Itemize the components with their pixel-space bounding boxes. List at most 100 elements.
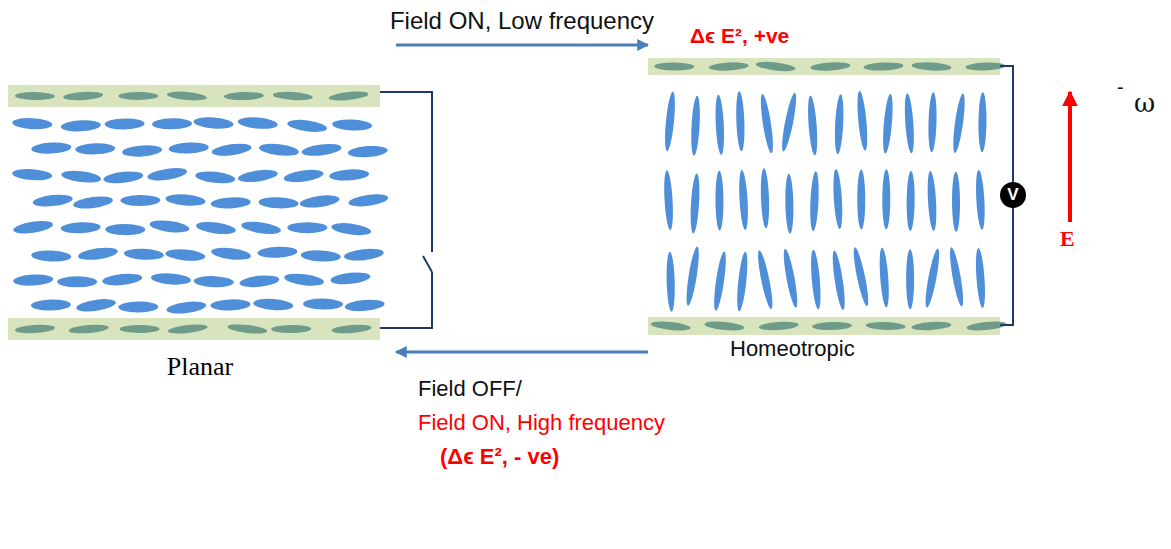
lc-molecule bbox=[57, 276, 97, 287]
energy-note: (Δϵ E², - ve) bbox=[440, 444, 559, 470]
lc-molecule bbox=[118, 301, 158, 313]
voltmeter-label: V bbox=[1007, 185, 1018, 205]
lc-molecule bbox=[331, 221, 372, 237]
lc-molecule bbox=[258, 142, 299, 158]
lc-molecule bbox=[193, 116, 234, 130]
lc-molecule bbox=[785, 174, 794, 234]
lc-molecule bbox=[926, 171, 937, 231]
lc-molecule bbox=[331, 323, 371, 334]
lc-molecule bbox=[906, 171, 915, 231]
lc-molecule bbox=[690, 96, 701, 156]
lc-molecule bbox=[103, 170, 144, 185]
lc-molecule bbox=[654, 62, 694, 70]
lc-molecule bbox=[32, 193, 73, 208]
lc-molecule bbox=[755, 60, 796, 73]
lc-molecule bbox=[709, 61, 749, 71]
frequency-symbol: ω bbox=[1134, 88, 1155, 118]
lc-molecule bbox=[851, 247, 871, 307]
lc-molecule bbox=[344, 298, 385, 312]
lc-molecule bbox=[167, 90, 208, 102]
lc-molecule bbox=[712, 251, 728, 312]
lc-molecule bbox=[330, 271, 371, 286]
lc-molecule bbox=[906, 249, 914, 309]
lc-molecule bbox=[856, 91, 870, 151]
lc-molecule bbox=[120, 195, 160, 206]
lc-molecule bbox=[258, 196, 298, 209]
lc-molecule bbox=[714, 95, 725, 155]
lc-molecule bbox=[812, 322, 852, 331]
lc-molecule bbox=[68, 323, 109, 334]
lc-molecule bbox=[210, 299, 250, 311]
lc-molecule bbox=[911, 61, 951, 72]
lc-molecule bbox=[72, 194, 113, 210]
lc-molecule bbox=[303, 298, 343, 309]
lc-molecule bbox=[347, 145, 388, 159]
lc-molecule bbox=[273, 91, 313, 102]
lc-molecule bbox=[210, 196, 251, 209]
lc-molecule bbox=[63, 91, 103, 101]
lc-molecule bbox=[878, 247, 890, 307]
lc-molecule bbox=[301, 249, 341, 262]
lc-molecule bbox=[237, 116, 278, 130]
lc-molecule bbox=[253, 298, 294, 312]
lc-molecule bbox=[118, 92, 158, 100]
lc-molecule bbox=[165, 248, 206, 263]
lc-molecule bbox=[61, 119, 102, 132]
lc-molecule bbox=[332, 119, 372, 132]
lc-molecule bbox=[211, 142, 252, 158]
lc-molecule bbox=[257, 246, 297, 259]
lc-molecule bbox=[911, 321, 951, 332]
lc-molecule bbox=[169, 142, 209, 155]
lc-molecule bbox=[781, 248, 800, 308]
lc-molecule bbox=[15, 324, 55, 335]
lc-molecule bbox=[328, 90, 369, 102]
lc-molecule bbox=[329, 168, 370, 182]
lc-molecule bbox=[239, 274, 280, 289]
lc-molecule bbox=[865, 321, 905, 330]
lc-molecule bbox=[167, 323, 208, 335]
lc-molecule bbox=[809, 171, 820, 231]
lc-molecule bbox=[663, 170, 674, 230]
lc-molecule bbox=[663, 91, 677, 151]
lc-molecule bbox=[224, 92, 264, 101]
lc-molecule bbox=[301, 142, 342, 158]
alignment-plate bbox=[648, 317, 1000, 335]
lc-molecule bbox=[903, 93, 915, 153]
transition-label: Field ON, Low frequency bbox=[390, 7, 654, 35]
lc-molecule bbox=[299, 193, 340, 209]
lc-molecule bbox=[120, 325, 160, 333]
alignment-plate bbox=[648, 58, 1000, 75]
lc-molecule bbox=[61, 169, 102, 185]
lc-molecule bbox=[283, 168, 324, 184]
lc-cell: Planar bbox=[8, 40, 396, 390]
lc-molecule bbox=[830, 250, 847, 311]
circuit-wire bbox=[380, 92, 432, 252]
energy-note: Δϵ E², +ve bbox=[690, 24, 789, 48]
lc-molecule bbox=[271, 325, 311, 334]
lc-molecule bbox=[978, 92, 987, 152]
lc-molecule bbox=[863, 62, 903, 72]
lc-molecule bbox=[952, 172, 960, 232]
lc-molecule bbox=[810, 61, 850, 72]
lc-molecule bbox=[75, 143, 115, 155]
voltmeter-symbol bbox=[1000, 182, 1026, 208]
transition-label: Field OFF/ bbox=[418, 376, 522, 402]
lc-molecule bbox=[666, 252, 676, 312]
lc-cell: Homeotropic bbox=[648, 30, 1018, 370]
lc-molecule bbox=[240, 219, 281, 236]
cell-caption: Planar bbox=[8, 352, 392, 382]
lc-molecule bbox=[227, 323, 268, 336]
lc-molecule bbox=[287, 118, 328, 134]
lc-molecule bbox=[13, 273, 54, 286]
field-label: E bbox=[1060, 226, 1075, 252]
lc-molecule bbox=[287, 222, 327, 233]
lc-molecule bbox=[195, 170, 236, 185]
lc-molecule bbox=[834, 94, 845, 154]
open-switch bbox=[423, 256, 432, 272]
lc-molecule bbox=[755, 249, 775, 309]
lc-molecule bbox=[77, 246, 118, 262]
lc-molecule bbox=[806, 95, 818, 155]
lc-molecule bbox=[105, 224, 145, 235]
